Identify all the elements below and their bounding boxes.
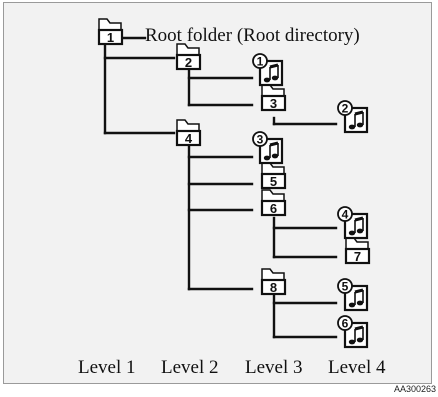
music-note-icon [348,325,364,345]
track-1: 1 [252,53,284,87]
level-2-label: Level 2 [161,357,219,378]
root-folder-label: Root folder (Root directory) [145,25,360,46]
folder-8-number: 8 [270,280,277,295]
track-3: 3 [252,131,284,165]
folder-7-number: 7 [354,249,361,264]
level-3-label: Level 3 [245,357,303,378]
music-note-icon [348,216,364,236]
music-note-icon [348,110,364,130]
music-note-icon [263,141,279,161]
track-2-number: 2 [342,102,349,116]
track-1-number: 1 [257,55,264,69]
track-4-number: 4 [342,208,349,222]
track-4: 4 [337,206,369,240]
folder-3: 3 [260,84,287,112]
folder-5-number: 5 [270,174,277,189]
track-5: 5 [337,278,369,312]
tree-connectors [103,36,338,339]
tree-nodes: 1 2 3 4 5 6 7 8 1 2 3 4 5 6 [97,18,371,349]
track-6-number: 6 [342,317,349,331]
folder-4: 4 [175,119,202,147]
track-2: 2 [337,100,369,134]
level-4-label: Level 4 [328,357,386,378]
music-note-icon [263,63,279,83]
folder-1-number: 1 [107,30,114,45]
folder-1: 1 [97,18,124,46]
music-note-icon [348,288,364,308]
diagram-frame: 1 2 3 4 5 6 7 8 1 2 3 4 5 6 Root folder (Root directo… [3,2,432,384]
track-5-number: 5 [342,280,349,294]
folder-8: 8 [260,268,287,296]
folder-2-number: 2 [185,55,192,70]
reference-code: AA300263 [394,384,437,394]
track-6: 6 [337,315,369,349]
folder-6: 6 [260,189,287,217]
level-1-label: Level 1 [78,357,136,378]
folder-4-number: 4 [185,131,193,146]
folder-7: 7 [344,237,371,265]
folder-tree-diagram: 1 2 3 4 5 6 7 8 1 2 3 4 5 6 Root folder (Root directo… [97,18,371,349]
folder-2: 2 [175,43,202,71]
folder-6-number: 6 [270,201,277,216]
track-3-number: 3 [257,133,264,147]
folder-3-number: 3 [270,96,277,111]
folder-5: 5 [260,162,287,190]
